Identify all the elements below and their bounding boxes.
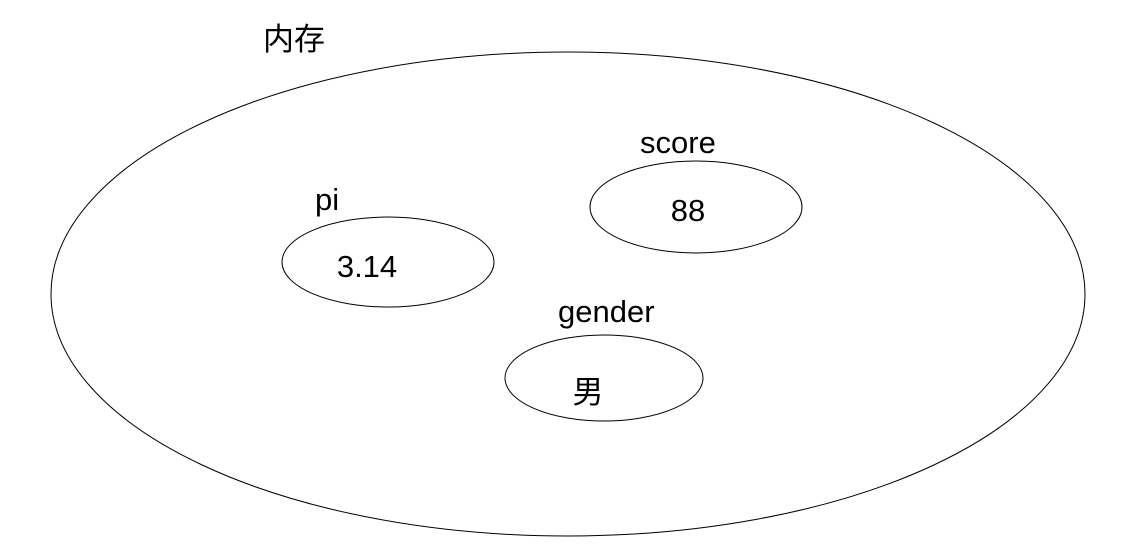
gender-name-label: gender [558,294,655,329]
pi-value-label: 3.14 [337,249,397,284]
gender-ellipse [504,334,704,422]
score-name-label: score [640,125,716,160]
score-ellipse [589,160,803,254]
score-value-label: 88 [671,193,705,228]
variable-pi: pi 3.14 [281,182,495,308]
memory-boundary-ellipse [50,51,1086,537]
gender-value-label: 男 [573,375,604,410]
memory-label: 内存 [263,22,325,57]
variable-score: score 88 [589,125,803,254]
pi-ellipse [281,216,495,308]
pi-name-label: pi [315,182,339,217]
variable-gender: gender 男 [504,294,704,422]
